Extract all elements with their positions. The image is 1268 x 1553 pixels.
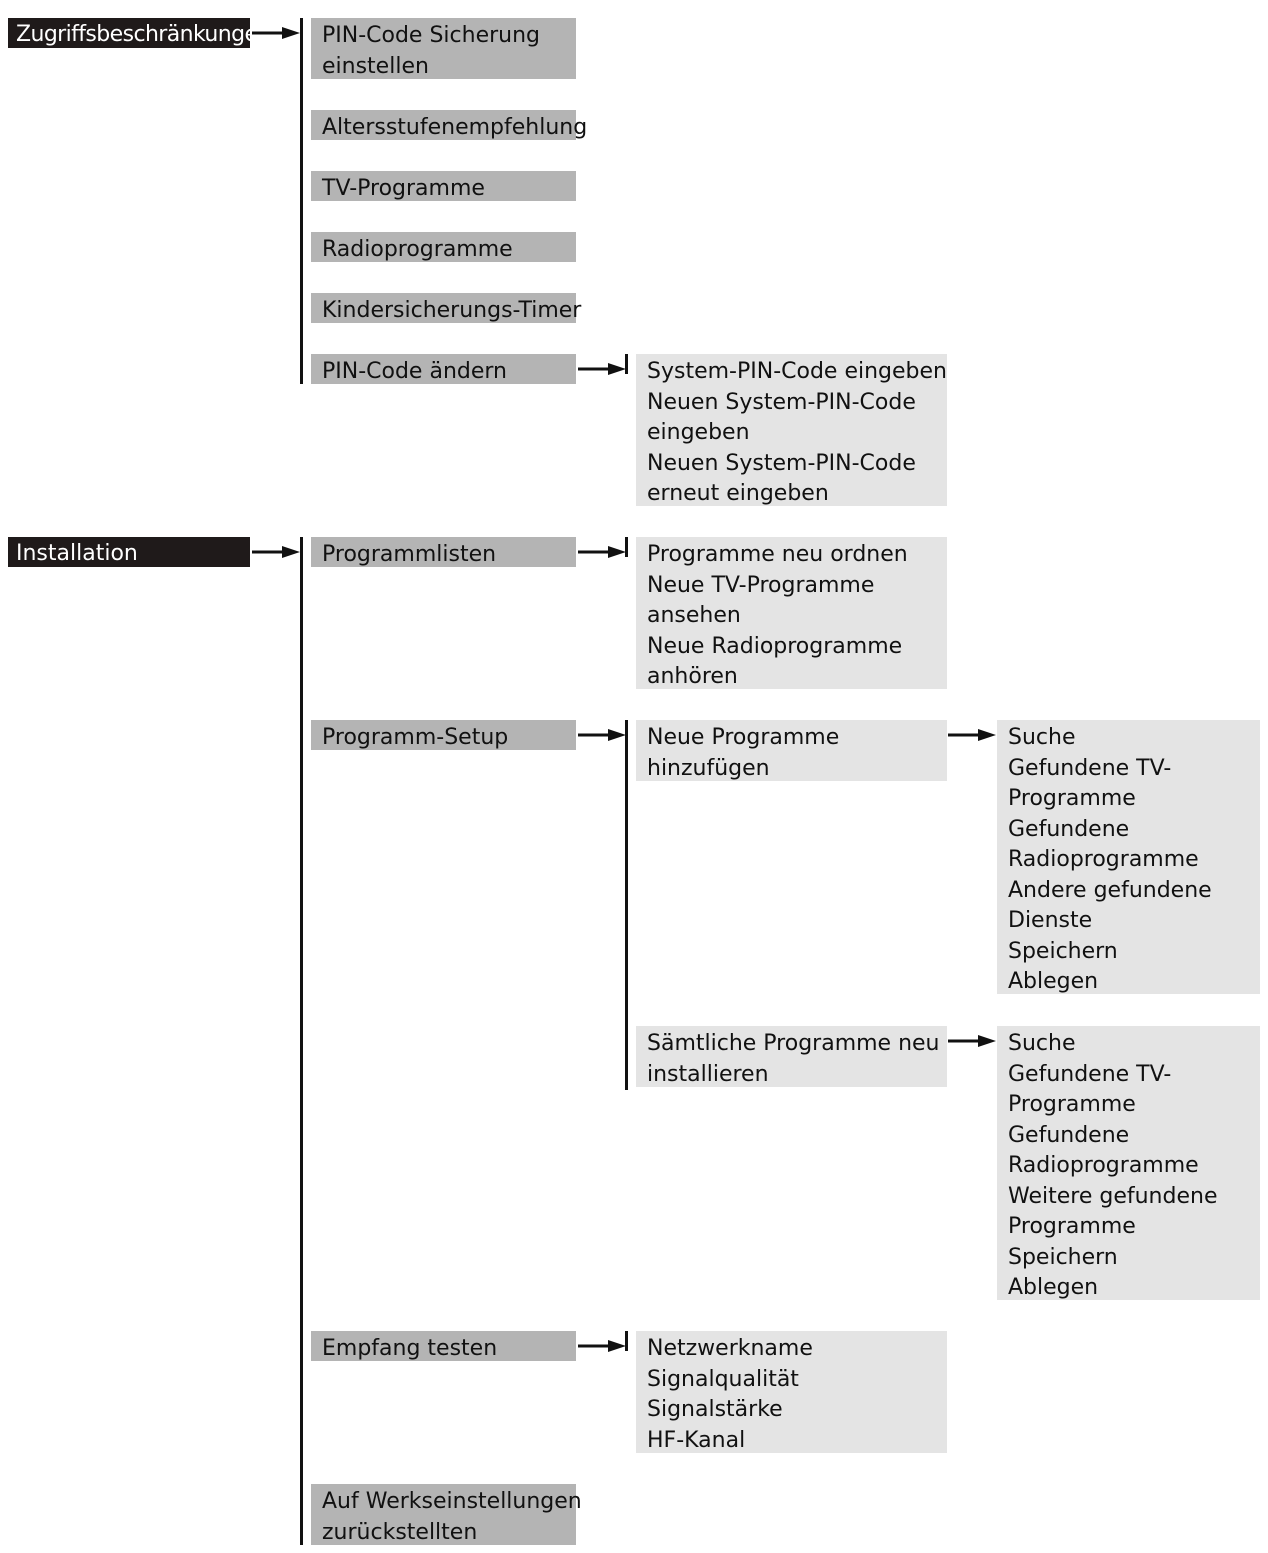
item-radioprogramme[interactable]: Radioprogramme	[311, 232, 576, 262]
branch-line	[625, 354, 628, 374]
submenu-item: Ablegen	[1008, 969, 1099, 994]
item-werkseinstellungen[interactable]: Auf Werkseinstellungen zurückstellten	[311, 1484, 582, 1545]
item-label: einstellen	[322, 53, 429, 79]
submenu-item: ansehen	[647, 603, 741, 628]
submenu-item: Gefundene TV-	[1008, 1061, 1172, 1087]
arrow-icon	[578, 729, 626, 741]
item-label: Empfang testen	[322, 1336, 498, 1361]
item-label: PIN-Code ändern	[322, 359, 507, 384]
item-kindersicherung-timer[interactable]: Kindersicherungs-Timer	[311, 293, 581, 323]
menu-zugriffsbeschraenkungen[interactable]: Zugriffsbeschränkungen	[8, 18, 271, 48]
arrow-icon	[252, 27, 300, 39]
submenu-item: Radioprogramme	[1008, 1153, 1199, 1178]
submenu-neue-programme[interactable]: Suche Gefundene TV- Programme Gefundene …	[997, 720, 1260, 994]
submenu-item: Neuen System-PIN-Code	[647, 450, 916, 476]
item-label: zurückstellten	[322, 1519, 478, 1545]
submenu-item: Programme	[1008, 786, 1136, 811]
item-label: Programm-Setup	[322, 725, 509, 750]
submenu-item: anhören	[647, 664, 738, 689]
submenu-item: Sämtliche Programme neu	[647, 1031, 940, 1056]
arrow-icon	[578, 546, 626, 558]
arrow-icon	[578, 1340, 626, 1352]
submenu-item: Programme	[1008, 1214, 1136, 1239]
setup-saemtliche-programme[interactable]: Sämtliche Programme neu installieren	[636, 1026, 947, 1087]
submenu-item: eingeben	[647, 420, 750, 445]
item-programm-setup[interactable]: Programm-Setup	[311, 720, 576, 750]
branch-line	[625, 1331, 628, 1351]
item-empfang-testen[interactable]: Empfang testen	[311, 1331, 576, 1361]
arrow-icon	[252, 546, 300, 558]
item-label: Altersstufenempfehlung	[322, 115, 588, 140]
arrow-icon	[948, 1035, 996, 1047]
menu-label: Installation	[16, 541, 138, 566]
submenu-item: Programme neu ordnen	[647, 542, 908, 567]
submenu-item: Gefundene	[1008, 1122, 1130, 1148]
submenu-item: Gefundene	[1008, 816, 1130, 842]
submenu-item: Dienste	[1008, 908, 1093, 933]
submenu-pin-aendern[interactable]: System-PIN-Code eingeben Neuen System-PI…	[636, 354, 947, 506]
submenu-item: Speichern	[1008, 938, 1118, 964]
submenu-item: Gefundene TV-	[1008, 755, 1172, 781]
branch-line	[300, 537, 303, 1545]
submenu-item: Radioprogramme	[1008, 847, 1199, 872]
menu-installation[interactable]: Installation	[8, 537, 250, 567]
submenu-item: Neue TV-Programme	[647, 572, 875, 598]
item-label: TV-Programme	[322, 176, 485, 201]
submenu-item: Neue Programme	[647, 725, 840, 750]
submenu-item: Andere gefundene	[1008, 877, 1212, 903]
submenu-item: Neue Radioprogramme	[647, 633, 903, 659]
submenu-item: Neuen System-PIN-Code	[647, 389, 916, 415]
item-programmlisten[interactable]: Programmlisten	[311, 537, 576, 567]
item-tv-programme[interactable]: TV-Programme	[311, 171, 576, 201]
submenu-item: Weitere gefundene	[1008, 1183, 1218, 1209]
item-label: Programmlisten	[322, 542, 497, 567]
submenu-item: Speichern	[1008, 1244, 1118, 1270]
submenu-item: Signalqualität	[647, 1366, 799, 1392]
item-label: Auf Werkseinstellungen	[322, 1489, 582, 1514]
branch-line	[300, 18, 303, 384]
submenu-item: hinzufügen	[647, 755, 770, 781]
submenu-item: Suche	[1008, 1031, 1076, 1056]
item-label: PIN-Code Sicherung	[322, 23, 541, 48]
submenu-programmlisten[interactable]: Programme neu ordnen Neue TV-Programme a…	[636, 537, 947, 689]
submenu-item: Ablegen	[1008, 1275, 1099, 1300]
item-pin-sicherung[interactable]: PIN-Code Sicherung einstellen	[311, 18, 576, 79]
setup-neue-programme[interactable]: Neue Programme hinzufügen	[636, 720, 947, 781]
submenu-item: Netzwerkname	[647, 1336, 813, 1361]
submenu-saemtliche-programme[interactable]: Suche Gefundene TV- Programme Gefundene …	[997, 1026, 1260, 1300]
submenu-item: Signalstärke	[647, 1397, 783, 1422]
submenu-item: Programme	[1008, 1092, 1136, 1117]
item-label: Kindersicherungs-Timer	[322, 298, 582, 323]
item-pin-aendern[interactable]: PIN-Code ändern	[311, 354, 576, 384]
submenu-item: installieren	[647, 1061, 769, 1087]
item-label: Radioprogramme	[322, 237, 513, 262]
submenu-empfang-testen[interactable]: Netzwerkname Signalqualität Signalstärke…	[636, 1331, 947, 1453]
arrow-icon	[948, 729, 996, 741]
submenu-item: HF-Kanal	[647, 1427, 746, 1453]
submenu-item: Suche	[1008, 725, 1076, 750]
submenu-item: System-PIN-Code eingeben	[647, 359, 947, 384]
item-altersstufe[interactable]: Altersstufenempfehlung	[311, 110, 587, 140]
branch-line	[625, 537, 628, 557]
menu-label: Zugriffsbeschränkungen	[16, 22, 271, 47]
arrow-icon	[578, 363, 626, 375]
submenu-item: erneut eingeben	[647, 481, 829, 506]
branch-line	[625, 720, 628, 1090]
